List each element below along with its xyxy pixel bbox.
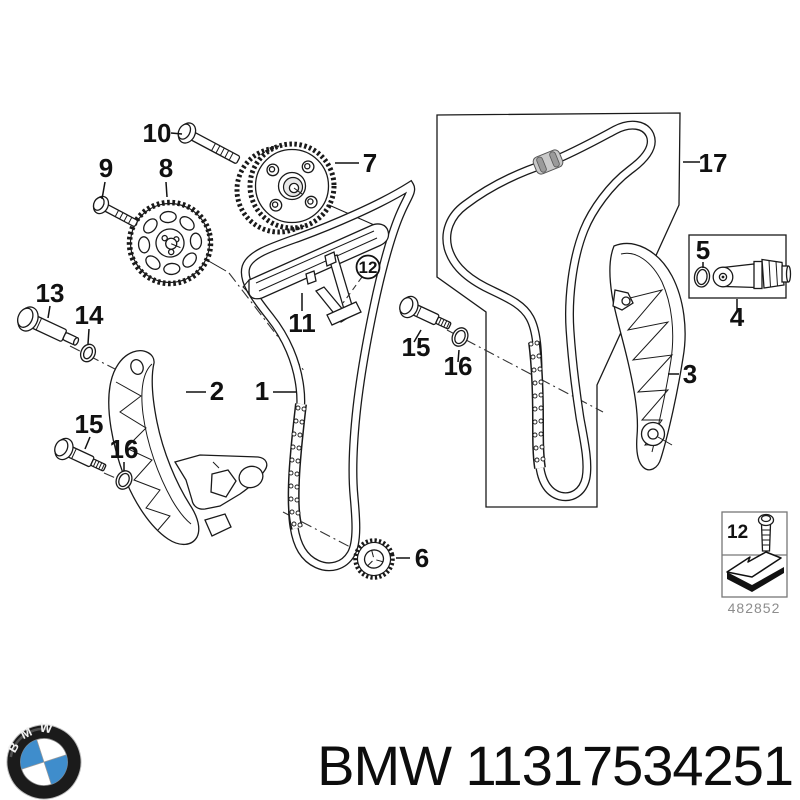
bolt-9	[92, 195, 138, 227]
callout-14: 14	[75, 300, 104, 330]
callout-16-left: 16	[110, 434, 139, 464]
callout-3: 3	[683, 359, 697, 389]
vanos-gear-7	[234, 141, 337, 235]
callout-9: 9	[99, 153, 113, 183]
bolt-holes	[266, 160, 318, 212]
timing-chain-1	[240, 179, 416, 572]
callout-6: 6	[415, 543, 429, 573]
bolt-15-left	[54, 437, 107, 472]
guide-rail-2	[108, 350, 268, 546]
callout-1: 1	[255, 376, 269, 406]
bolt-icon	[757, 513, 775, 552]
washer-14	[79, 343, 97, 363]
secondary-chain-box	[436, 112, 681, 508]
callout-4: 4	[730, 302, 745, 332]
washer-16-left	[115, 470, 133, 490]
drawing-ref: 482852	[728, 600, 781, 616]
crankshaft-sprocket-6	[353, 538, 395, 580]
part-number-caption: BMW 11317534251	[317, 734, 793, 797]
chain-rollers	[288, 405, 307, 528]
legend-box: 12 482852	[721, 511, 788, 616]
callout-17: 17	[699, 148, 728, 178]
o-ring-5	[693, 266, 711, 288]
chain-tensioner-4	[712, 258, 792, 290]
callout-13: 13	[36, 278, 65, 308]
tensioner-rail-3	[609, 242, 686, 471]
roundel-quadrant-blue-br	[44, 754, 68, 785]
callout-15-left: 15	[75, 409, 104, 439]
lightening-holes	[137, 210, 203, 276]
callout-5: 5	[696, 235, 710, 265]
legend-item-number: 12	[727, 522, 748, 543]
tensioner-rail-11	[242, 223, 390, 326]
callout-7: 7	[363, 148, 377, 178]
bmw-logo: BMW	[0, 713, 82, 800]
callout-15-right: 15	[402, 332, 431, 362]
timing-chain-17	[442, 120, 656, 502]
pivot-pin-13	[17, 306, 80, 346]
leader-lines	[47, 132, 738, 559]
camshaft-sprocket-8	[126, 199, 214, 287]
roundel-quadrant-blue-tl	[20, 739, 44, 770]
direction-arrow-icon	[726, 551, 784, 592]
callout-8: 8	[159, 153, 173, 183]
callout-10: 10	[143, 118, 172, 148]
bolt-10	[177, 122, 241, 164]
callout-labels: 1 2 3 4 5 6 7 8 9 10 11 13 14 15 16 15 1…	[36, 118, 745, 573]
chain-rollers	[528, 340, 546, 463]
callout-12-circled: 12	[355, 254, 381, 280]
master-link	[532, 149, 564, 175]
bolt-15-right	[399, 295, 452, 330]
washer-16-right	[451, 327, 469, 347]
svg-text:12: 12	[359, 258, 378, 277]
callout-11: 11	[288, 308, 316, 338]
callout-2: 2	[210, 376, 224, 406]
callout-16-right: 16	[444, 351, 473, 381]
